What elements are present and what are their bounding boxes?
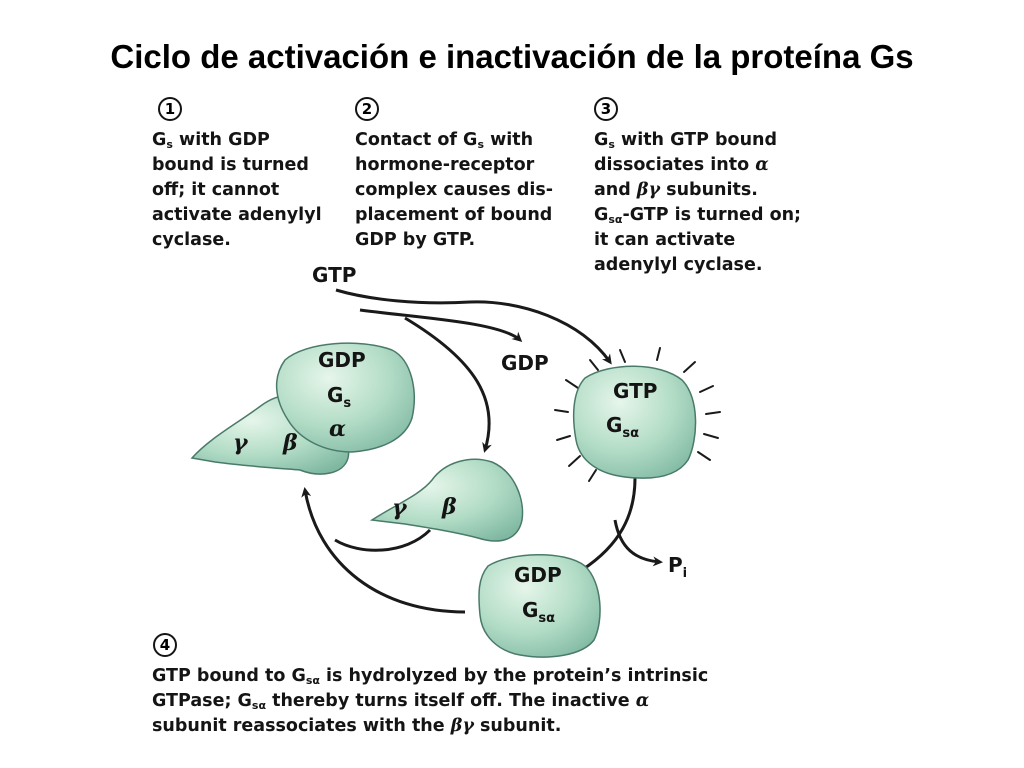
caption-text: GTP bound to G [152,666,306,686]
caption-text: with GDP [172,130,270,150]
step-3-number: 3 [594,97,618,121]
caption-text: cyclase. [152,230,231,250]
complex-beta-label: β [282,430,298,456]
caption-text: Contact of G [355,130,478,150]
caption-line: off; it cannot [152,178,322,203]
caption-line: activate adenylyl [152,203,322,228]
caption-text: adenylyl cyclase. [594,255,763,275]
free-gamma-label: γ [392,495,408,521]
greek-symbol: α [755,155,769,175]
arrow-beta-gamma-join [334,528,432,552]
page-title: Ciclo de activación e inactivación de la… [110,38,914,75]
greek-symbol: α [635,691,650,711]
caption-line: subunit reassociates with the βγ subunit… [152,714,708,739]
complex-gs-label: Gs [327,383,351,411]
complex-gdp-label: GDP [318,348,366,372]
caption-text: bound is turned [152,155,309,175]
arrow-hydrolysis [581,477,637,572]
caption-text: -GTP is turned on; [622,205,802,225]
caption-text: complex causes dis- [355,180,554,200]
caption-text: GDP by GTP. [355,230,476,250]
caption-text: thereby turns itself off. The inactive [266,691,636,711]
active-gtp-label: GTP [613,379,657,403]
caption-text: GTPase; G [152,691,252,711]
inactive-gs-alpha-label: Gsα [522,598,555,626]
caption-line: Contact of Gs with [355,128,553,153]
caption-text: with [484,130,534,150]
arrow-gtp-to-active [335,288,612,365]
caption-line: dissociates into α [594,153,801,178]
gtp-input-label: GTP [312,263,356,287]
caption-line: GTP bound to Gsα is hydrolyzed by the pr… [152,664,708,689]
caption-text: is hydrolyzed by the protein’s intrinsic [319,666,709,686]
arrow-to-beta-gamma [404,316,492,453]
caption-line: complex causes dis- [355,178,553,203]
arrow-to-pi [613,519,663,567]
pi-label: Pi [668,553,687,581]
caption-text: G [594,205,609,225]
caption-line: placement of bound [355,203,553,228]
greek-symbol: βγ [450,716,474,736]
subscript: sα [251,699,267,712]
activation-rays [554,347,721,482]
caption-text: subunits. [660,180,758,200]
arrow-gtp-to-gdp [359,308,523,343]
beta-gamma-blob [369,458,524,542]
caption-line: Gs with GDP [152,128,322,153]
caption-text: subunit reassociates with the [152,716,451,736]
caption-line: Gsα-GTP is turned on; [594,203,801,228]
complex-alpha-blob [275,342,415,453]
caption-line: and βγ subunits. [594,178,801,203]
caption-text: activate adenylyl [152,205,322,225]
subscript: s [477,138,484,151]
gdp-output-label: GDP [501,351,549,375]
subscript: sα [608,213,623,226]
inactive-gdp-label: GDP [514,563,562,587]
subscript: s [166,138,173,151]
caption-text: off; it cannot [152,180,280,200]
active-gs-alpha-label: Gsα [606,413,639,441]
caption-line: hormone-receptor [355,153,553,178]
caption-line: GDP by GTP. [355,228,553,253]
step-1-number: 1 [158,97,182,121]
caption-text: with GTP bound [614,130,778,150]
free-beta-label: β [441,494,457,520]
caption-line: it can activate [594,228,801,253]
caption-text: G [152,130,167,150]
caption-line: GTPase; Gsα thereby turns itself off. Th… [152,689,708,714]
caption-text: it can activate [594,230,736,250]
arrow-reassociate [301,487,466,614]
step-4-number: 4 [153,633,177,657]
step-2-number: 2 [355,97,379,121]
step-4-caption: GTP bound to Gsα is hydrolyzed by the pr… [152,664,708,739]
caption-line: Gs with GTP bound [594,128,801,153]
complex-alpha-label: α [329,416,346,442]
caption-line: bound is turned [152,153,322,178]
caption-text: G [594,130,609,150]
caption-text: hormone-receptor [355,155,535,175]
greek-symbol: βγ [636,180,661,200]
caption-text: and [594,180,637,200]
caption-line: cyclase. [152,228,322,253]
caption-text: subunit. [473,716,562,736]
complex-gamma-label: γ [233,430,249,456]
subscript: s [608,138,615,151]
caption-text: dissociates into [594,155,756,175]
caption-line: adenylyl cyclase. [594,253,801,278]
caption-text: placement of bound [355,205,553,225]
active-gs-alpha-blob [572,365,697,479]
subscript: sα [305,674,320,687]
inactive-gs-alpha-blob [478,554,601,658]
